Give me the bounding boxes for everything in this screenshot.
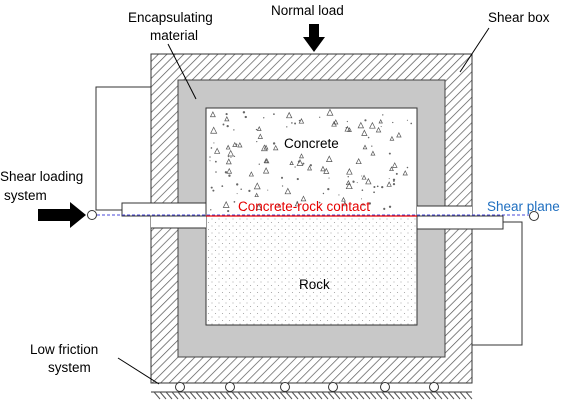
label-shear-plane: Shear plane: [487, 199, 560, 214]
left-pin: [87, 210, 97, 220]
label-contact: Concrete-rock contact: [238, 199, 370, 214]
label-rock: Rock: [299, 277, 330, 292]
right-connector: [472, 221, 523, 346]
arrow-right-icon: [38, 202, 86, 228]
leader-shear-box: [459, 27, 490, 73]
leader-encapsulating: [167, 43, 197, 100]
roller: [380, 382, 390, 392]
left-connector: [95, 86, 151, 211]
arrow-down-icon: [303, 24, 325, 52]
concrete-block: [205, 107, 418, 217]
label-shear-loading-line1: Shear loading: [0, 169, 83, 184]
leader-low-friction: [117, 357, 160, 385]
label-encapsulating-line2: material: [150, 28, 198, 43]
concrete-speckle: [209, 108, 413, 213]
left-loading-bar: [121, 202, 207, 217]
label-low-friction-line2: system: [48, 360, 91, 375]
roller-icon: [175, 382, 439, 392]
right-pin: [529, 211, 539, 221]
ground: [151, 391, 473, 400]
label-normal-load: Normal load: [271, 3, 344, 18]
roller: [280, 382, 290, 392]
rock-block: [205, 215, 418, 326]
label-low-friction-line1: Low friction: [30, 342, 98, 357]
label-encapsulating-line1: Encapsulating: [128, 10, 213, 25]
label-concrete: Concrete: [284, 136, 339, 151]
label-shear-loading-line2: system: [4, 188, 47, 203]
roller: [225, 382, 235, 392]
label-shear-box: Shear box: [488, 10, 550, 25]
roller: [175, 382, 185, 392]
right-loading-bar: [416, 215, 504, 230]
roller: [429, 382, 439, 392]
roller: [328, 382, 338, 392]
